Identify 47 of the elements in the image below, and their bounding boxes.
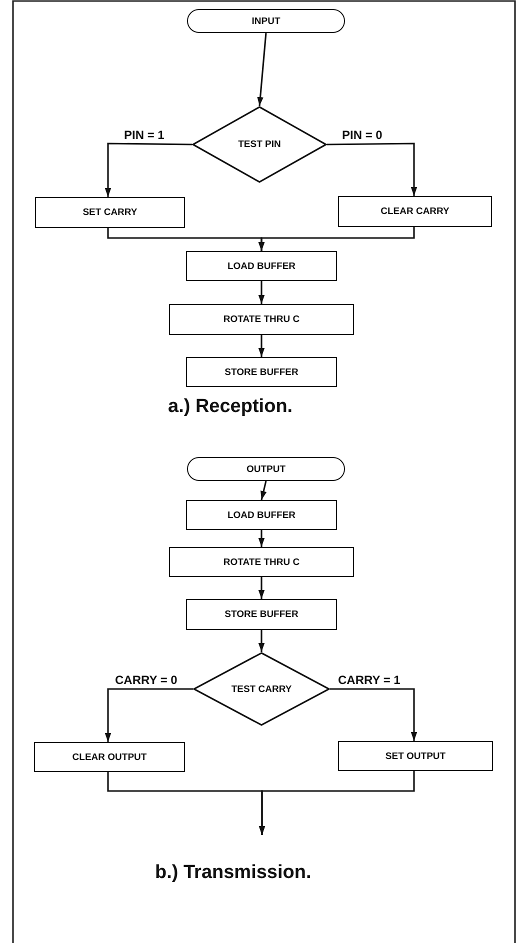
arrow [258, 630, 265, 652]
figure-caption: a.) Reception. [168, 396, 293, 418]
node-text: TEST PIN [238, 139, 281, 150]
node-text: TEST CARRY [231, 684, 292, 694]
arrow [327, 142, 418, 196]
arrow [257, 32, 267, 106]
arrow [258, 530, 265, 547]
arrow [260, 480, 267, 500]
arrow [258, 227, 415, 251]
terminal-box [187, 457, 345, 481]
node-text: STORE BUFFER [224, 609, 298, 620]
terminal-box [187, 9, 345, 33]
edge-label: CARRY = 0 [113, 673, 180, 687]
process-box [186, 500, 337, 530]
figure-caption: b.) Transmission. [155, 862, 312, 884]
node-text: LOAD BUFFER [227, 260, 296, 272]
process-box [338, 741, 493, 771]
arrow [104, 142, 192, 197]
node-text: STORE BUFFER [224, 366, 298, 378]
process-box [35, 197, 185, 228]
node-text: INPUT [252, 16, 280, 26]
process-box [338, 196, 492, 227]
arrow [258, 771, 415, 835]
decision-diamond [192, 106, 327, 183]
process-box [186, 599, 337, 630]
arrow [258, 281, 265, 304]
node-text: SET CARRY [82, 207, 138, 218]
process-box [169, 304, 354, 335]
node-text: CLEAR CARRY [380, 206, 450, 217]
edge-label: PIN = 0 [340, 128, 384, 142]
node-text: ROTATE THRU C [223, 556, 300, 568]
arrow [258, 335, 265, 357]
node-text: CLEAR OUTPUT [72, 752, 147, 762]
decision-diamond [193, 652, 330, 726]
arrow [330, 688, 418, 741]
arrow [104, 688, 193, 742]
node-text: LOAD BUFFER [227, 510, 296, 520]
node-text: ROTATE THRU C [223, 314, 300, 325]
arrow [258, 577, 265, 599]
edge-label: PIN = 1 [122, 128, 166, 142]
process-box [186, 357, 337, 387]
process-box [34, 742, 185, 772]
node-text: OUTPUT [246, 464, 286, 474]
edge-label: CARRY = 1 [336, 673, 402, 687]
process-box [186, 251, 337, 281]
node-text: SET OUTPUT [385, 750, 446, 762]
process-box [169, 547, 354, 577]
